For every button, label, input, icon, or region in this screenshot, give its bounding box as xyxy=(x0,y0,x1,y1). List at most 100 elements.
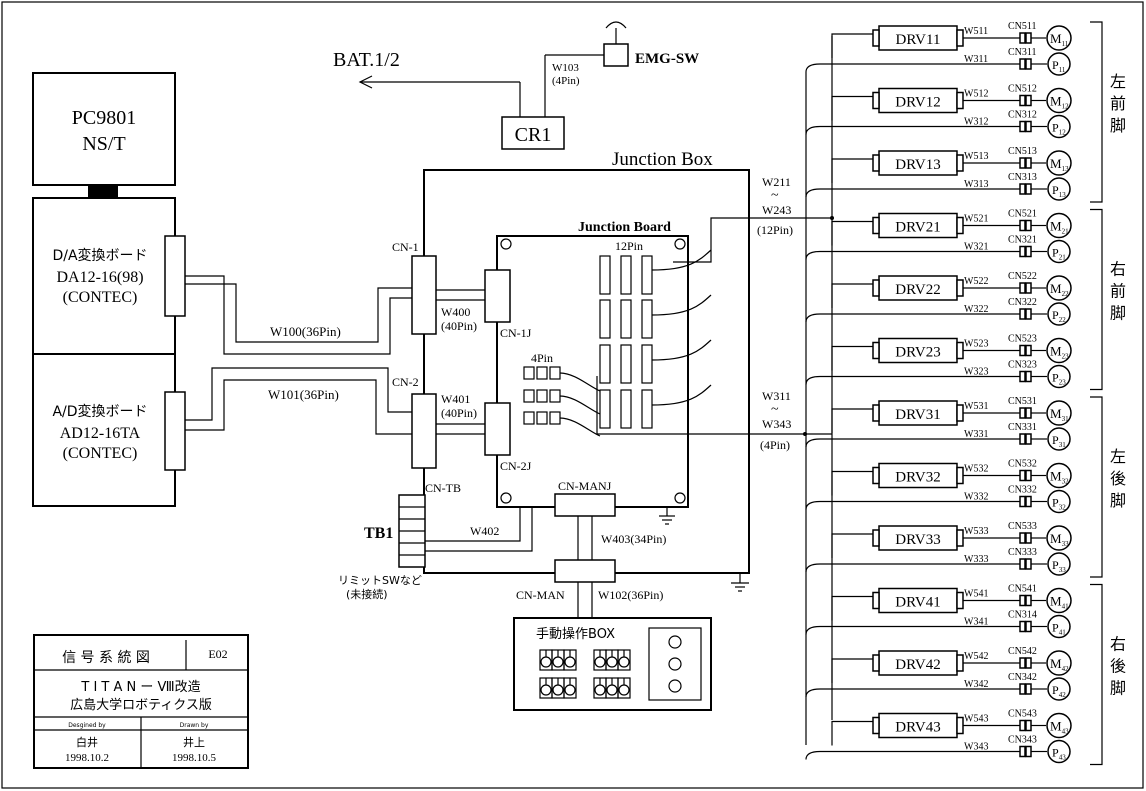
pin-header-12 xyxy=(641,299,653,339)
leg-group: 左前脚 xyxy=(1090,21,1126,203)
tilde-mark: ~ xyxy=(771,188,779,203)
driver-label: DRV41 xyxy=(895,595,940,611)
leg-group: 左後脚 xyxy=(1090,396,1126,578)
ad-board-maker: (CONTEC) xyxy=(63,445,138,462)
drawn-by-caption: Drawn by xyxy=(180,722,209,729)
pin-header-4 xyxy=(549,411,561,425)
leg-group: 右前脚 xyxy=(1090,208,1126,391)
pot-connector-label: CN323 xyxy=(1008,360,1037,371)
pin-header-4 xyxy=(536,411,548,425)
driver-label: DRV33 xyxy=(895,532,940,548)
pc9801: PC9801 NS/T xyxy=(32,72,176,198)
motor-wire-label: W513 xyxy=(964,151,988,162)
motor-symbol xyxy=(1046,87,1072,114)
pin-header-12 xyxy=(599,389,611,429)
pin-header-4 xyxy=(523,411,535,425)
pot-wire-label: W311 xyxy=(964,54,988,65)
title-block-line1: T I T A N ー Ⅷ改造 xyxy=(80,680,200,695)
pot-connector-label: CN321 xyxy=(1008,235,1037,246)
leg-group: 右後脚 xyxy=(1090,583,1126,766)
pot-symbol xyxy=(1047,677,1071,701)
driver-label: DRV42 xyxy=(895,657,940,673)
motor-symbol xyxy=(1046,25,1072,51)
junction-box-title: Junction Box xyxy=(612,149,713,170)
motor-connector-label: CN513 xyxy=(1008,146,1037,157)
cn1j-label: CN-1J xyxy=(500,326,532,340)
driver-label: DRV43 xyxy=(895,720,940,736)
w101-label: W101(36Pin) xyxy=(268,387,339,402)
pin-header-4 xyxy=(523,389,535,403)
motor-connector-label: CN521 xyxy=(1008,209,1037,220)
motor-symbol xyxy=(1046,712,1072,739)
driver-label: DRV13 xyxy=(895,157,940,173)
cnmanj-label: CN-MANJ xyxy=(558,479,612,493)
tb1-note-2: (未接続) xyxy=(346,587,388,601)
ad-board: A/D変換ボード AD12-16TA (CONTEC) xyxy=(32,353,186,507)
w400-pins: (40Pin) xyxy=(441,319,477,333)
w401-pins: (40Pin) xyxy=(441,406,477,420)
pin-header-4 xyxy=(536,366,548,380)
driver-box xyxy=(878,87,958,114)
pot-wire-label: W323 xyxy=(964,367,988,378)
manual-box xyxy=(513,617,712,711)
cnman-connector xyxy=(554,559,616,583)
pot-connector-label: CN332 xyxy=(1008,485,1037,496)
pot-connector-label: CN312 xyxy=(1008,110,1037,121)
ad-connector xyxy=(164,391,186,471)
motor-wire-label: W532 xyxy=(964,464,988,475)
pin-headers-4 xyxy=(523,366,601,437)
tb1-label: TB1 xyxy=(364,525,393,542)
pot-symbol xyxy=(1047,114,1071,139)
pin4-label: 4Pin xyxy=(531,351,553,365)
pot-symbol xyxy=(1047,489,1071,514)
emg-switch xyxy=(603,43,629,67)
motor-connector-label: CN523 xyxy=(1008,334,1037,345)
cnmanj-connector xyxy=(554,493,616,517)
pc-name: PC9801 xyxy=(72,107,136,129)
cr1-label: CR1 xyxy=(515,124,552,146)
w100-label: W100(36Pin) xyxy=(270,324,341,339)
tb1-note: リミットSWなど xyxy=(338,574,422,587)
da-connector xyxy=(164,235,186,317)
motor-connector-label: CN512 xyxy=(1008,84,1037,95)
cr1-box xyxy=(501,116,565,150)
emg-label: EMG-SW xyxy=(635,51,699,67)
cntb-label: CN-TB xyxy=(425,481,461,495)
drawn-date: 1998.10.5 xyxy=(172,752,217,764)
motor-wire-label: W533 xyxy=(964,526,988,537)
motor-wire-label: W531 xyxy=(964,401,988,412)
pin-header-12 xyxy=(641,255,653,295)
bundle-labels: W211 ~ W243 (12Pin) W311 ~ W343 (4Pin) xyxy=(596,175,834,452)
pot-connector-label: CN343 xyxy=(1008,735,1037,746)
motor-connector-label: CN522 xyxy=(1008,271,1037,282)
pin-header-12 xyxy=(641,344,653,384)
pin-header-12 xyxy=(599,299,611,339)
title-block-code: E02 xyxy=(208,647,227,661)
manual-section: CN-MAN W102(36Pin) 手動操作BOX xyxy=(513,559,712,711)
designed-date: 1998.10.2 xyxy=(65,752,109,764)
pot-wire-label: W341 xyxy=(964,617,988,628)
pot-symbol xyxy=(1047,427,1071,451)
junction-board-title: Junction Board xyxy=(578,220,671,235)
motor-connector-label: CN541 xyxy=(1008,584,1037,595)
w403-label: W403(34Pin) xyxy=(601,532,666,546)
pot-symbol xyxy=(1047,177,1071,201)
motor-symbol xyxy=(1046,337,1072,364)
motor-wire-label: W541 xyxy=(964,589,988,600)
cn2-label: CN-2 xyxy=(392,375,419,389)
pin-header-12 xyxy=(599,344,611,384)
motor-connector-label: CN511 xyxy=(1008,21,1037,32)
w211-label: W211 xyxy=(762,175,791,189)
drawer-name: 井上 xyxy=(183,735,205,749)
pot-wire-label: W332 xyxy=(964,492,988,503)
pot-symbol xyxy=(1047,239,1071,264)
pot-wire-label: W312 xyxy=(964,117,988,128)
motor-wire-label: W512 xyxy=(964,89,988,100)
